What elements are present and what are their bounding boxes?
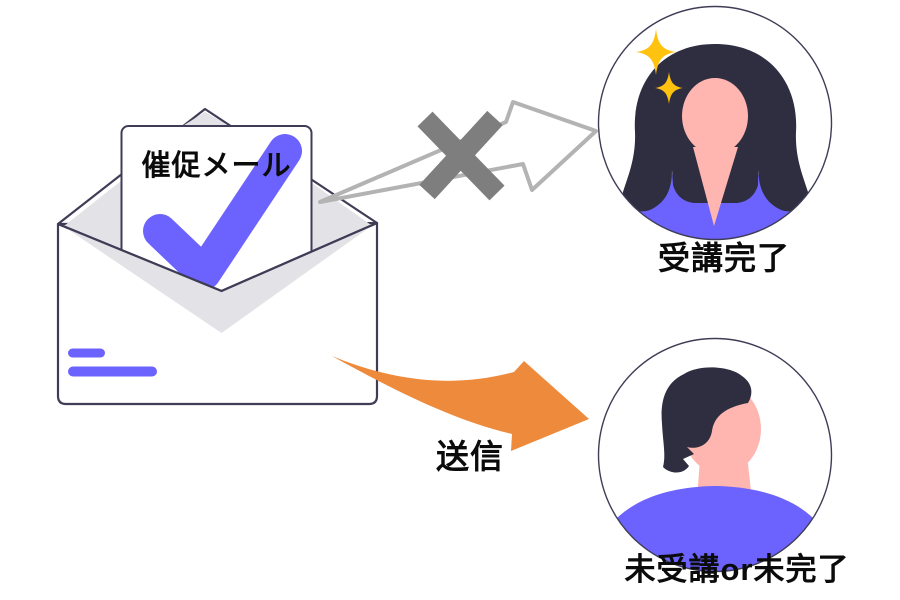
envelope-flap-tip-shadow <box>181 112 231 127</box>
address-line-long <box>68 366 157 377</box>
sparkle-icon-large <box>636 29 676 75</box>
woman-neck <box>693 147 738 226</box>
card-label: 催促メール <box>141 150 292 182</box>
blocked-arrow <box>318 100 598 204</box>
completed-user-avatar <box>597 5 833 241</box>
avatar-circle-border <box>597 5 833 241</box>
sparkle-icon-small <box>655 72 683 104</box>
address-line-short <box>68 348 105 358</box>
envelope-pocket-shadow-left <box>64 181 121 253</box>
avatar-circle-border <box>597 337 833 573</box>
send-arrow-icon <box>332 356 589 451</box>
x-mark-icon <box>417 110 505 201</box>
envelope-inner-shadow <box>66 227 370 333</box>
send-label: 送信 <box>436 438 504 475</box>
man-hair <box>661 367 752 473</box>
check-icon <box>143 134 302 290</box>
envelope-opening-edges <box>57 221 378 293</box>
incomplete-user-avatar <box>597 337 833 573</box>
sparkles <box>636 29 683 104</box>
envelope-illustration <box>56 107 379 406</box>
incomplete-label: 未受講or未完了 <box>624 552 850 587</box>
woman-face <box>682 78 748 154</box>
completed-label: 受講完了 <box>657 240 790 276</box>
